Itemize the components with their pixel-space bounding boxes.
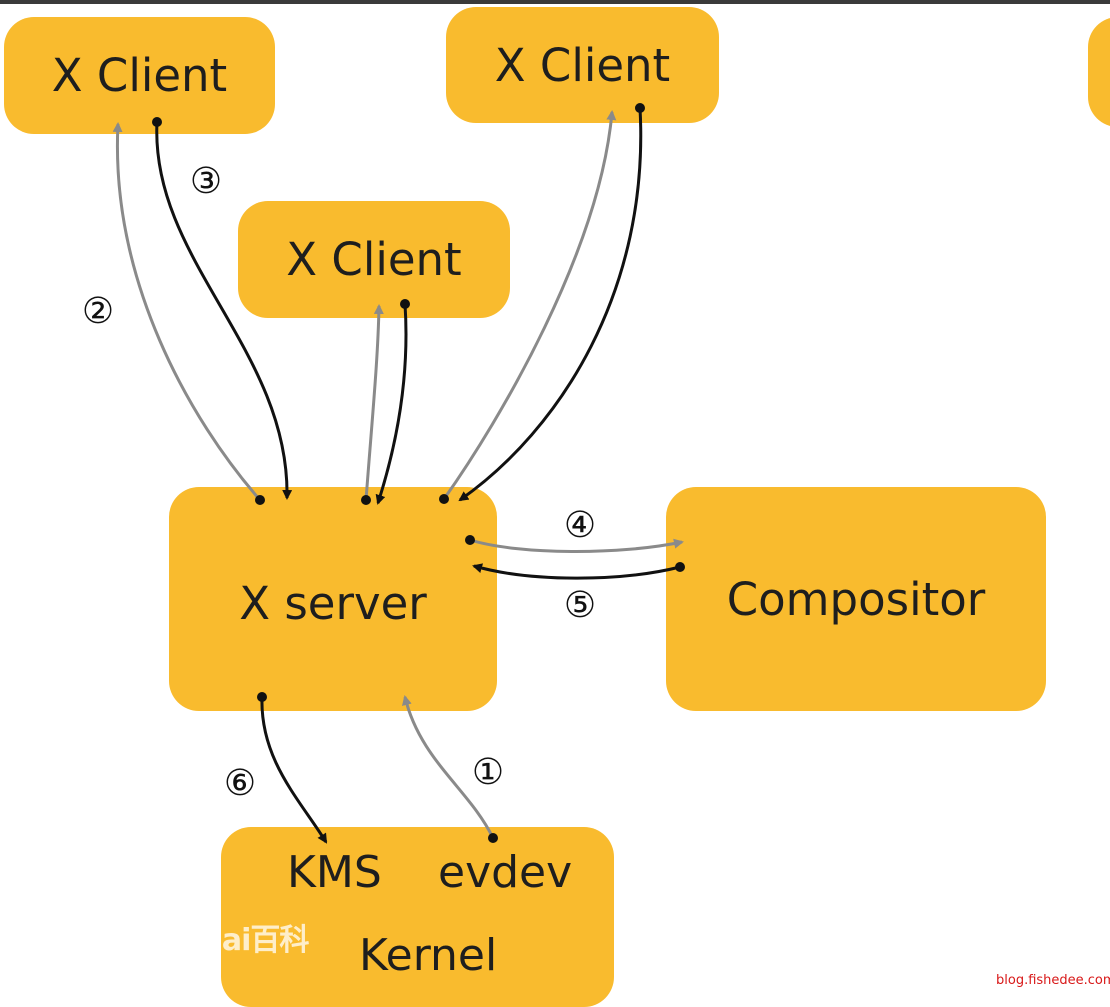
arrow-start-dot: [152, 117, 162, 127]
arrow-evdev-to-xserver: [401, 695, 495, 839]
x-client-box-top-right: X Client: [446, 7, 719, 123]
arrow-xserver-to-client3: [364, 304, 384, 501]
compositor-box: Compositor: [666, 487, 1046, 711]
arrow-start-dot: [255, 495, 265, 505]
watermark: Bai百科: [200, 923, 309, 958]
arrow-client3-to-xserver: [375, 303, 408, 505]
x-server-box: X server: [169, 487, 497, 711]
x-client-box-middle: X Client: [238, 201, 510, 318]
step-6-label: ⑥: [224, 763, 256, 804]
step-2-label: ②: [82, 291, 114, 332]
arrow-start-dot: [257, 692, 267, 702]
step-4-label: ④: [564, 505, 596, 546]
evdev-label: evdev: [438, 847, 573, 898]
step-5-label: ⑤: [564, 585, 596, 626]
x-client-box-top-left: X Client: [4, 17, 275, 134]
arrow-start-dot: [361, 495, 371, 505]
step-3-label: ③: [190, 161, 222, 202]
arrow-start-dot: [488, 833, 498, 843]
step-1-label: ①: [472, 752, 504, 793]
x-client-label: X Client: [51, 49, 228, 102]
arrow-start-dot: [635, 103, 645, 113]
arrow-start-dot: [400, 299, 410, 309]
cropped-box-edge: [1088, 17, 1110, 127]
arrow-start-dot: [465, 535, 475, 545]
compositor-label: Compositor: [726, 572, 986, 626]
arrow-xserver-to-compositor: [469, 538, 684, 554]
x-client-label: X Client: [494, 38, 671, 92]
x-server-label: X server: [239, 576, 427, 630]
arrow-client2-to-xserver: [458, 107, 643, 502]
arrow-start-dot: [439, 494, 449, 504]
kernel-label: Kernel: [359, 930, 498, 981]
kernel-box: KMS evdev Kernel: [221, 827, 614, 1007]
arrow-client1-to-xserver: [155, 121, 293, 500]
arrow-start-dot: [675, 562, 685, 572]
top-border: [0, 0, 1110, 4]
arrow-compositor-to-xserver: [472, 563, 681, 580]
site-label: blog.fishedee.com: [996, 973, 1110, 988]
arrow-xserver-to-client2: [442, 110, 617, 500]
arrow-xserver-to-kms: [260, 696, 328, 844]
x-client-label: X Client: [286, 233, 462, 286]
arrow-xserver-to-client1: [112, 122, 262, 501]
kms-label: KMS: [287, 847, 382, 898]
